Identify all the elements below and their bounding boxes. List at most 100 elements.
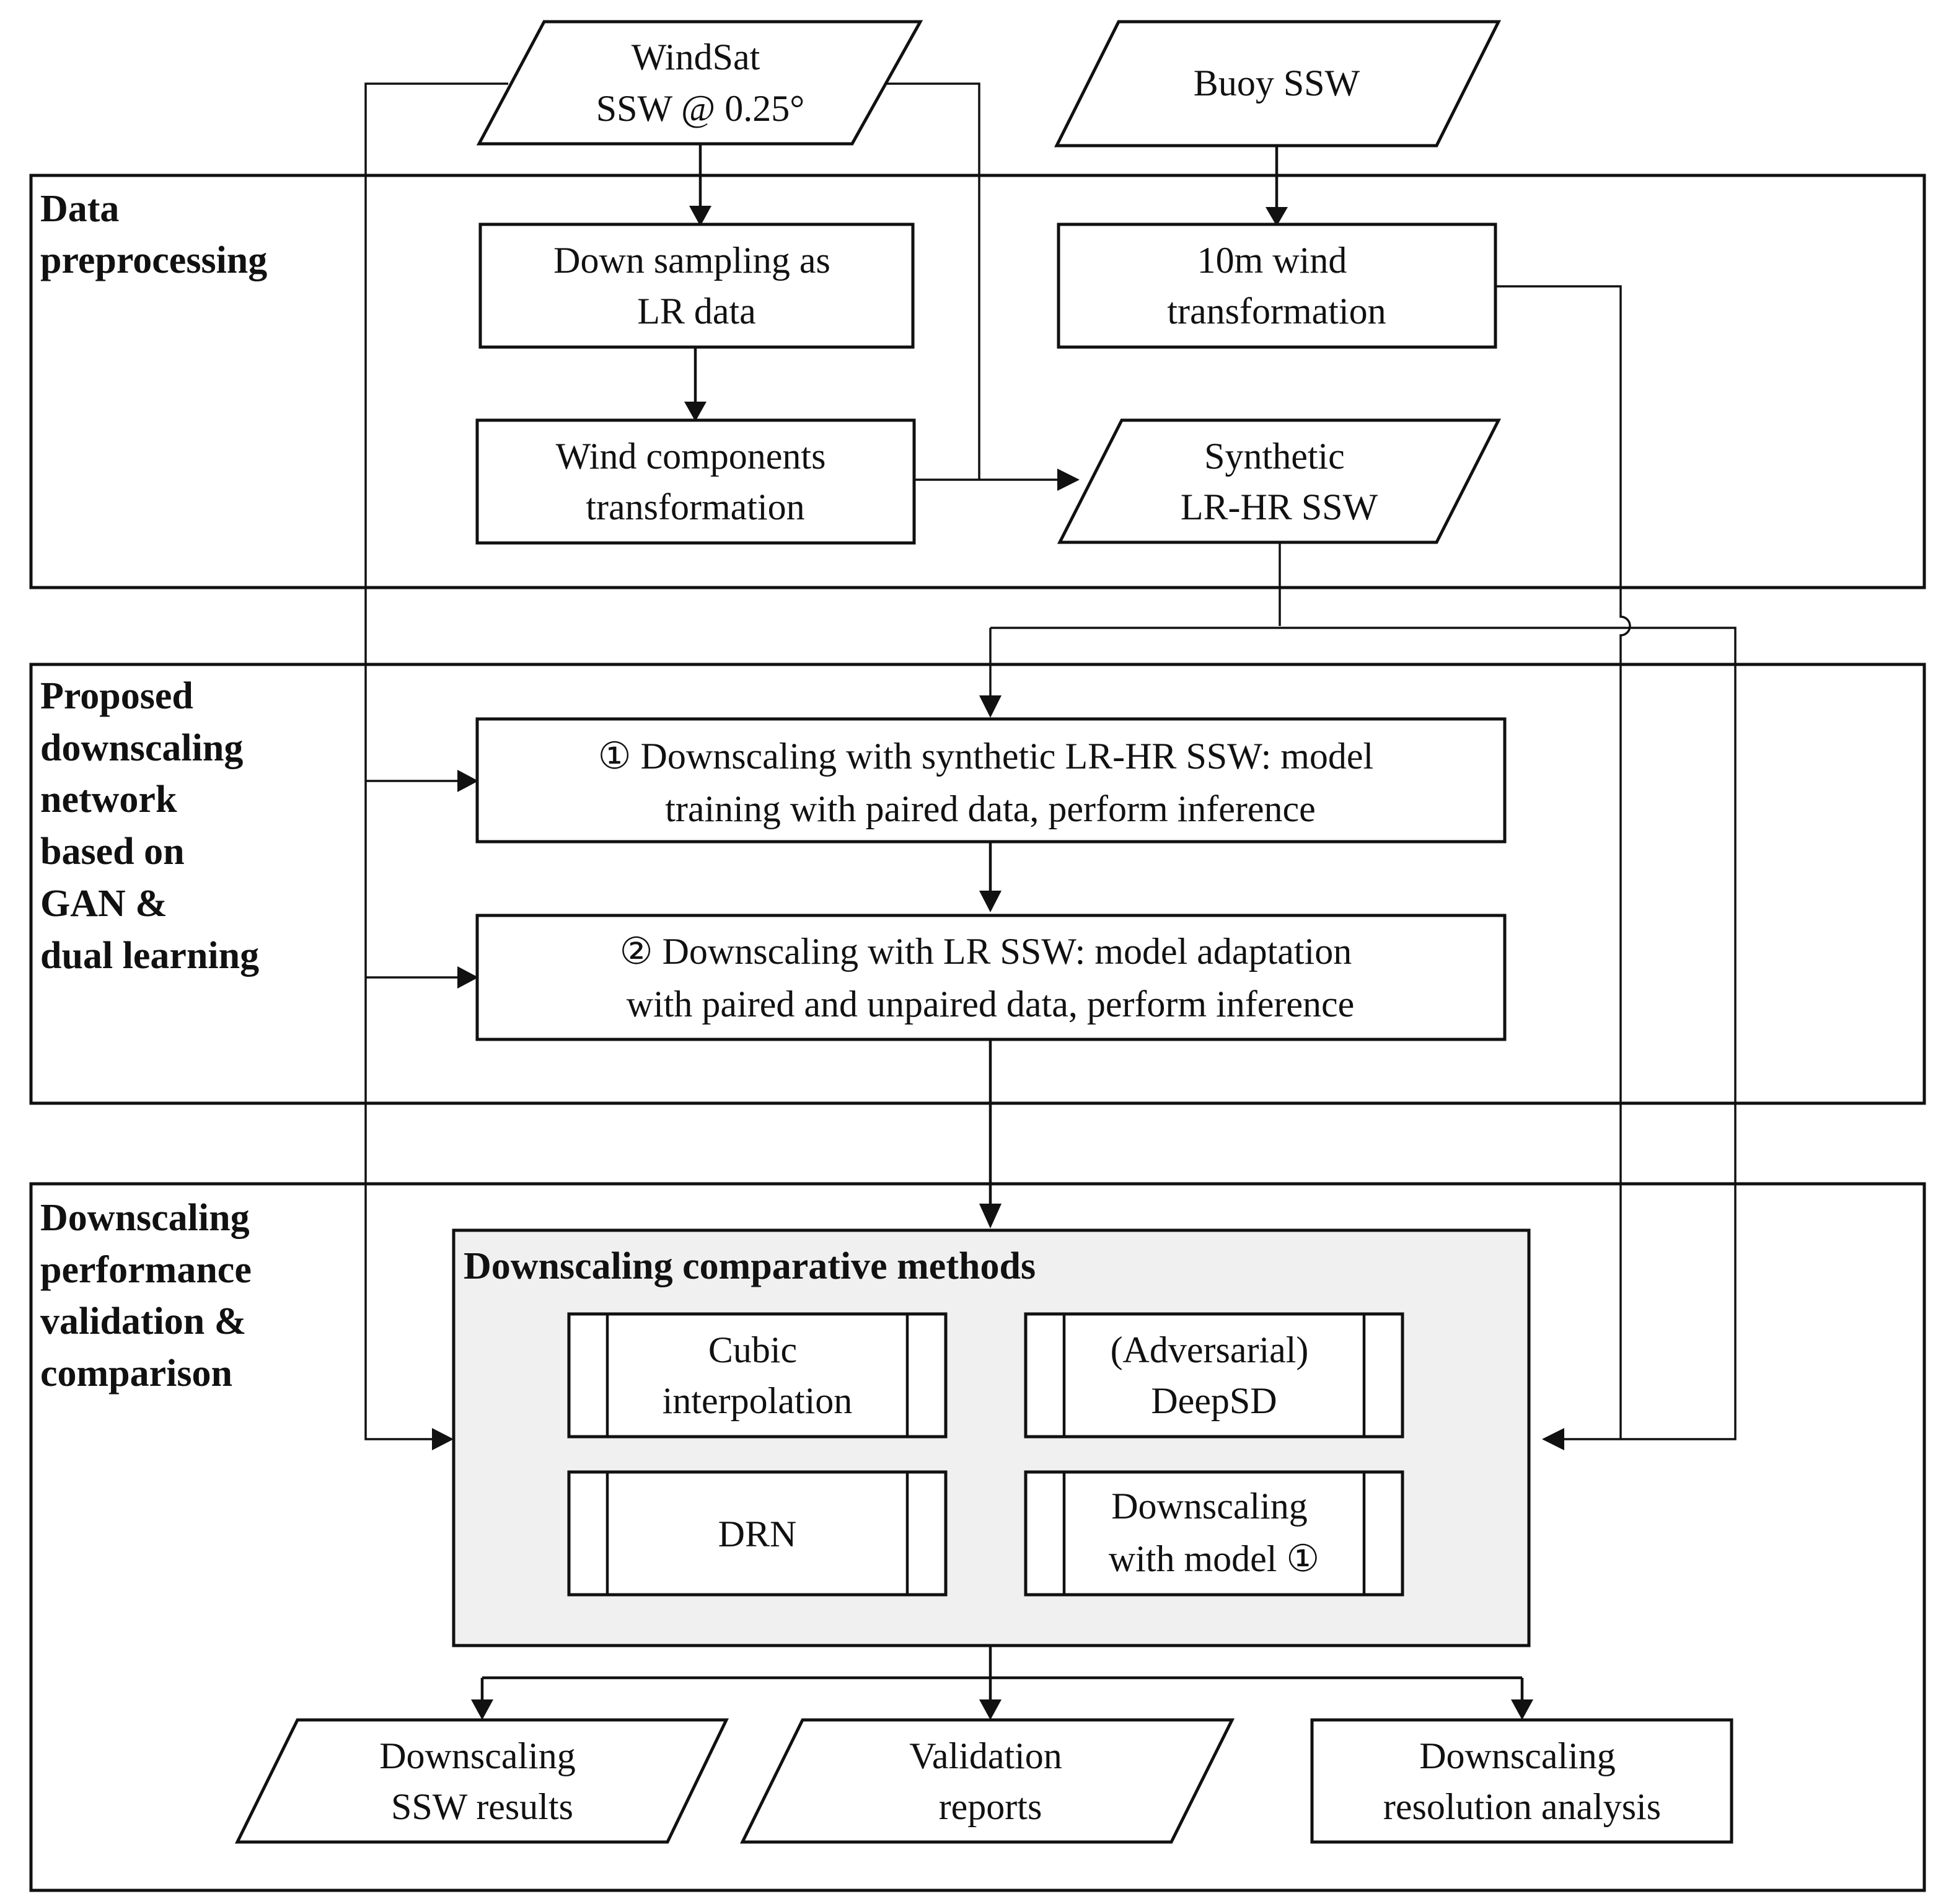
arrowhead-down [471, 1699, 493, 1720]
connector-comparative-to-outputs [480, 1646, 1524, 1701]
process-box [1310, 1718, 1733, 1844]
process-bar [1062, 1314, 1366, 1437]
output-validation-reports: Validation reports [739, 1718, 1235, 1844]
predefined-process-box [1024, 1470, 1404, 1597]
node-text-line: Buoy SSW [1194, 63, 1360, 104]
node-buoy-ssw: Buoy SSW [1054, 20, 1502, 148]
arrowhead-down [979, 891, 1002, 912]
process-bar [1062, 1472, 1366, 1595]
proposed-network-label: Proposed downscaling network based on GA… [40, 675, 259, 977]
section-label-line: Data [40, 188, 119, 230]
comparative-methods-title: Downscaling comparative methods [464, 1245, 1036, 1287]
section-label-line: validation & [40, 1300, 246, 1342]
method-deepsd: (Adversarial) DeepSD [1024, 1312, 1404, 1439]
process-box [475, 418, 916, 545]
data-parallelogram [1054, 20, 1502, 148]
connectors [364, 82, 1737, 1701]
data-parallelogram [476, 20, 923, 146]
node-text: Downscaling resolution analysis [1383, 1735, 1661, 1827]
section-label-line: based on [40, 831, 185, 873]
process-bar [605, 1472, 909, 1595]
process-box [478, 223, 915, 349]
node-down-sampling: Down sampling as LR data [478, 223, 915, 349]
node-text-line: reports [939, 1786, 1042, 1827]
node-text: Wind components transformation [556, 436, 835, 527]
method-cubic-interpolation: Cubic interpolation [567, 1312, 948, 1439]
predefined-process-box [567, 1312, 948, 1439]
node-text-line: Downscaling [379, 1735, 576, 1776]
node-text-line: ② Downscaling with LR SSW: model adaptat… [620, 931, 1352, 972]
arrowhead-down [979, 1699, 1002, 1720]
node-synthetic-lr-hr: Synthetic LR-HR SSW [1057, 418, 1502, 544]
node-text-line: with model ① [1109, 1538, 1319, 1579]
section-label-line: dual learning [40, 935, 259, 977]
arrowhead-left [1542, 1428, 1564, 1450]
process-box [1057, 223, 1497, 349]
section-label-line: Downscaling [40, 1197, 250, 1239]
method-downscaling-model-1: Downscaling with model ① [1024, 1470, 1404, 1597]
node-text: (Adversarial) DeepSD [1111, 1329, 1318, 1421]
arrowhead-down [689, 206, 711, 226]
proposed-network-section [29, 663, 1926, 1105]
node-text: Down sampling as LR data [553, 240, 840, 332]
arrowheads [432, 206, 1564, 1720]
arrowhead-right [457, 770, 478, 792]
node-text-line: Downscaling [1111, 1486, 1308, 1527]
section-label-line: GAN & [40, 883, 167, 925]
node-text-line: WindSat [632, 37, 760, 77]
node-text-line: transformation [1167, 291, 1386, 332]
output-downscaling-ssw-results: Downscaling SSW results [234, 1718, 729, 1844]
node-text-line: SSW results [391, 1786, 573, 1827]
node-text-line: ① Downscaling with synthetic LR-HR SSW: … [598, 736, 1373, 777]
node-text-line: Wind components [556, 436, 826, 477]
node-text: Buoy SSW [1194, 63, 1360, 104]
node-text-line: with paired and unpaired data, perform i… [627, 984, 1354, 1025]
predefined-process-box [567, 1470, 948, 1597]
validation-label: Downscaling performance validation & com… [40, 1197, 261, 1395]
node-text-line: transformation [586, 487, 804, 527]
node-text-line: DRN [718, 1514, 797, 1554]
node-text: ① Downscaling with synthetic LR-HR SSW: … [598, 736, 1383, 829]
node-windsat: WindSat SSW @ 0.25° [476, 20, 923, 146]
node-text: 10m wind transformation [1167, 240, 1386, 332]
node-text: Cubic interpolation [663, 1329, 853, 1421]
node-text: WindSat SSW @ 0.25° [596, 37, 805, 129]
comparative-methods-group: Downscaling comparative methods Cubic in… [452, 1228, 1531, 1647]
arrowhead-down [979, 695, 1002, 718]
node-text-line: Cubic [708, 1329, 797, 1370]
node-text: Downscaling with model ① [1109, 1486, 1319, 1579]
data-parallelogram [234, 1718, 729, 1844]
data-parallelogram [739, 1718, 1235, 1844]
node-text: DRN [718, 1514, 797, 1554]
connector-windsat-left-branch [364, 82, 508, 1440]
process-box [475, 717, 1507, 844]
node-text: ② Downscaling with LR SSW: model adaptat… [620, 931, 1361, 1025]
section-label-line: performance [40, 1249, 252, 1291]
connector-10m-wind-to-comparative [1495, 285, 1631, 1440]
validation-section [29, 1182, 1926, 1892]
section-label-line: Proposed [40, 675, 193, 717]
node-text-line: resolution analysis [1383, 1786, 1661, 1827]
node-step-1: ① Downscaling with synthetic LR-HR SSW: … [475, 717, 1507, 844]
arrowhead-right [432, 1428, 454, 1450]
node-text-line: LR data [637, 291, 756, 332]
arrowhead-down [684, 402, 707, 421]
arrowhead-down [979, 1204, 1002, 1228]
node-text-line: 10m wind [1197, 240, 1347, 281]
node-text-line: DeepSD [1151, 1380, 1277, 1421]
connector-synthetic-split [989, 542, 1737, 1440]
node-wind-components: Wind components transformation [475, 418, 916, 545]
data-preprocessing-label: Data preprocessing [40, 188, 267, 281]
node-text-line: Validation [909, 1735, 1062, 1776]
predefined-process-box [1024, 1312, 1404, 1439]
section-label-line: network [40, 778, 177, 821]
method-drn: DRN [567, 1470, 948, 1597]
node-text-line: Downscaling [1419, 1735, 1616, 1776]
output-resolution-analysis: Downscaling resolution analysis [1310, 1718, 1733, 1844]
node-10m-wind: 10m wind transformation [1057, 223, 1497, 349]
node-text: Validation reports [909, 1735, 1072, 1827]
node-step-2: ② Downscaling with LR SSW: model adaptat… [475, 914, 1507, 1041]
node-text-line: training with paired data, perform infer… [665, 788, 1316, 829]
arrowhead-down [1511, 1699, 1533, 1720]
